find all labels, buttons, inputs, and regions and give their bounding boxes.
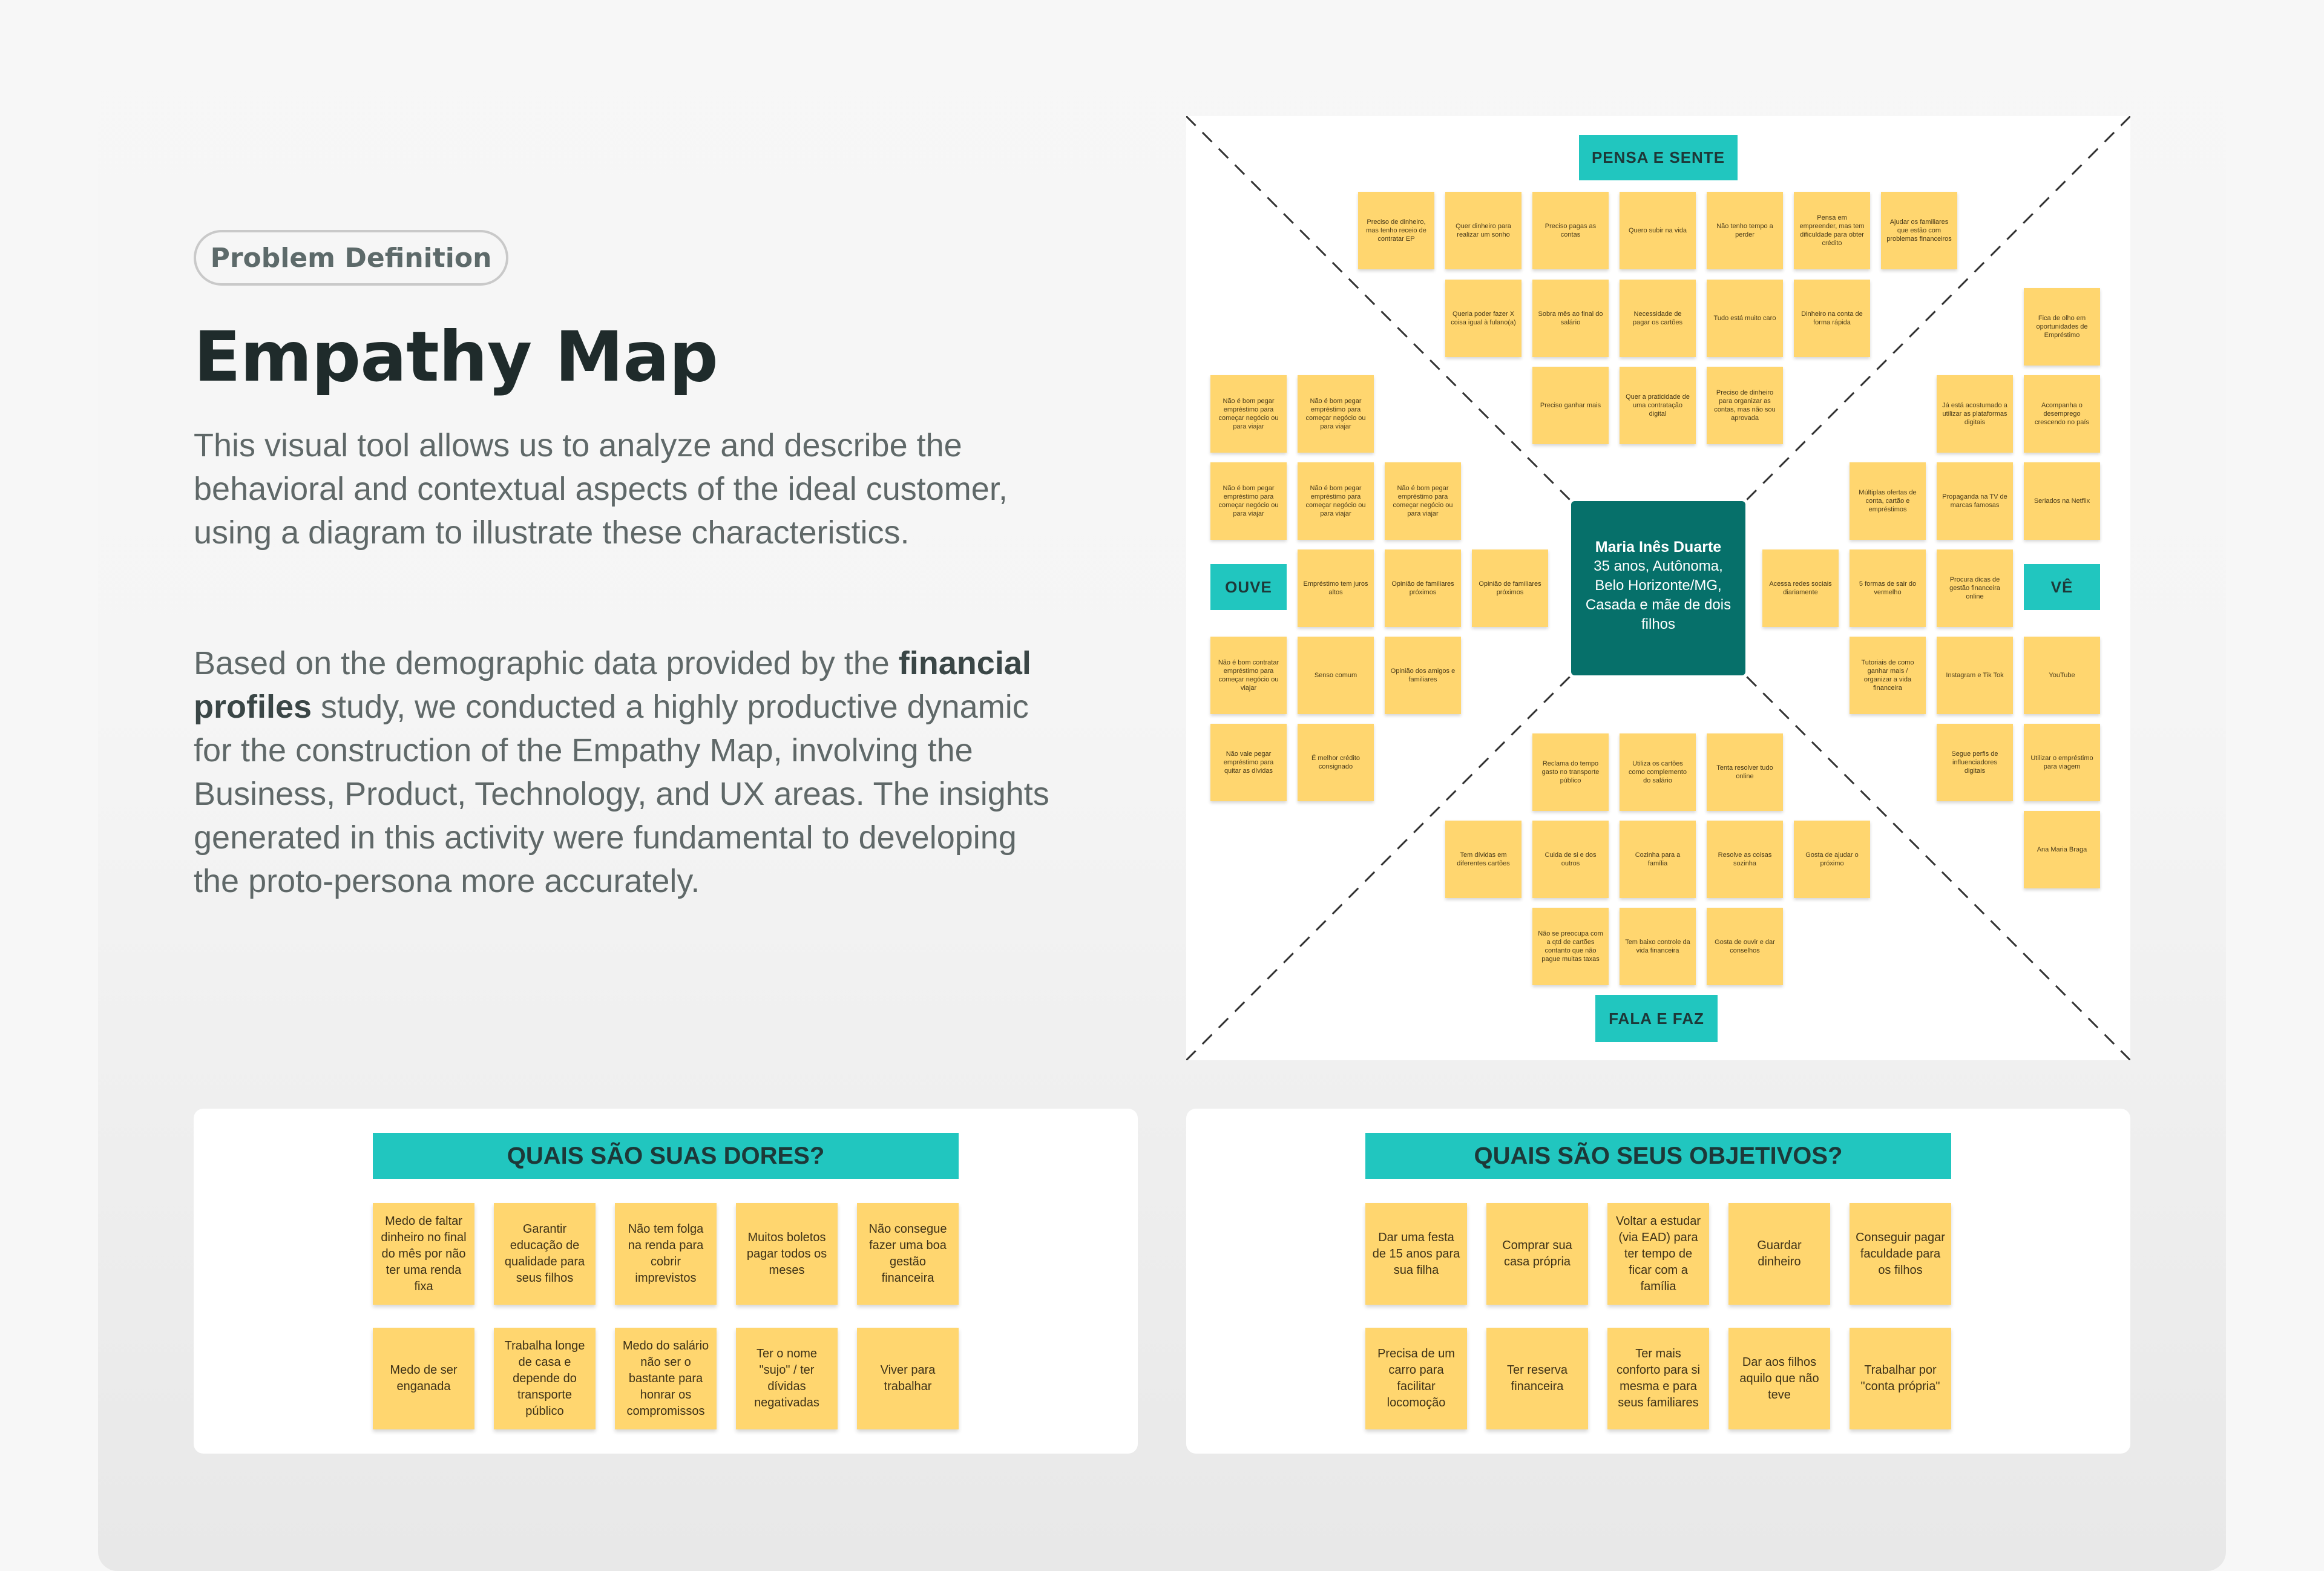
sticky-note-sees: Utilizar o empréstimo para viagem (2024, 724, 2100, 801)
pain-note: Não consegue fazer uma boa gestão financ… (857, 1203, 959, 1305)
sticky-note-thinks: Preciso de dinheiro, mas tenho receio de… (1358, 192, 1434, 269)
sticky-note-does: Não se preocupa com a qtd de cartões con… (1532, 908, 1609, 985)
sticky-note-hears: É melhor crédito consignado (1298, 724, 1374, 801)
sticky-note-thinks: Quer a praticidade de uma contratação di… (1620, 367, 1696, 444)
financial-profiles-highlight: financial profiles (194, 645, 1031, 725)
sticky-note-hears: Não é bom pegar empréstimo para começar … (1210, 375, 1287, 453)
goal-note: Ter reserva financeira (1486, 1328, 1588, 1429)
label-sees: VÊ (2024, 564, 2100, 610)
pain-note: Ter o nome "sujo" / ter dívidas negativa… (736, 1328, 838, 1429)
sticky-note-thinks: Sobra mês ao final do salário (1532, 280, 1609, 357)
sticky-note-hears: Não é bom pegar empréstimo para começar … (1298, 375, 1374, 453)
sticky-note-hears: Senso comum (1298, 637, 1374, 714)
goal-note: Ter mais conforto para si mesma e para s… (1607, 1328, 1709, 1429)
sticky-note-sees: Acessa redes sociais diariamente (1762, 549, 1839, 627)
sticky-note-thinks: Preciso de dinheiro para organizar as co… (1707, 367, 1783, 444)
sticky-note-thinks: Ajudar os familiares que estão com probl… (1881, 192, 1957, 269)
sticky-note-thinks: Preciso ganhar mais (1532, 367, 1609, 444)
persona-name: Maria Inês Duarte (1595, 539, 1722, 556)
sticky-note-hears: Opinião dos amigos e familiares (1385, 637, 1461, 714)
sticky-note-does: Tem baixo controle da vida financeira (1620, 908, 1696, 985)
label-hears: OUVE (1210, 564, 1287, 610)
sticky-note-sees: Já está acostumado a utilizar as platafo… (1937, 375, 2013, 453)
sticky-note-thinks: Quero subir na vida (1620, 192, 1696, 269)
body-text-end: study, we conducted a highly productive … (194, 689, 1049, 899)
sticky-note-does: Reclama do tempo gasto no transporte púb… (1532, 733, 1609, 811)
goals-title: QUAIS SÃO SEUS OBJETIVOS? (1365, 1133, 1951, 1179)
goals-card: QUAIS SÃO SEUS OBJETIVOS? Dar uma festa … (1186, 1109, 2130, 1454)
body-text-start: Based on the demographic data provided b… (194, 645, 899, 681)
page-title: Empathy Map (194, 316, 718, 397)
goal-note: Conseguir pagar faculdade para os filhos (1850, 1203, 1951, 1305)
pain-note: Medo de ser enganada (373, 1328, 474, 1429)
persona-card: Maria Inês Duarte 35 anos, Autônoma, Bel… (1571, 501, 1745, 675)
goal-note: Trabalhar por "conta própria" (1850, 1328, 1951, 1429)
sticky-note-sees: Seriados na Netflix (2024, 462, 2100, 540)
goal-note: Voltar a estudar (via EAD) para ter temp… (1607, 1203, 1709, 1305)
sticky-note-hears: Empréstimo tem juros altos (1298, 549, 1374, 627)
sticky-note-thinks: Necessidade de pagar os cartões (1620, 280, 1696, 357)
sticky-note-sees: Múltiplas ofertas de conta, cartão e emp… (1850, 462, 1926, 540)
sticky-note-hears: Não vale pegar empréstimo para quitar as… (1210, 724, 1287, 801)
sticky-note-sees: YouTube (2024, 637, 2100, 714)
pain-note: Não tem folga na renda para cobrir impre… (615, 1203, 717, 1305)
persona-details: 35 anos, Autônoma, Belo Horizonte/MG, Ca… (1585, 558, 1732, 632)
sticky-note-does: Utiliza os cartões como complemento do s… (1620, 733, 1696, 811)
sticky-note-hears: Não é bom pegar empréstimo para começar … (1385, 462, 1461, 540)
label-thinks-feels: PENSA E SENTE (1579, 135, 1738, 180)
pains-card: QUAIS SÃO SUAS DORES? Medo de faltar din… (194, 1109, 1138, 1454)
sticky-note-thinks: Tudo está muito caro (1707, 280, 1783, 357)
section-tag: Problem Definition (194, 230, 508, 286)
sticky-note-thinks: Pensa em empreender, mas tem dificuldade… (1794, 192, 1870, 269)
sticky-note-sees: Tutoriais de como ganhar mais / organiza… (1850, 637, 1926, 714)
sticky-note-does: Tem dívidas em diferentes cartões (1445, 821, 1521, 898)
sticky-note-does: Tenta resolver tudo online (1707, 733, 1783, 811)
sticky-note-thinks: Dinheiro na conta de forma rápida (1794, 280, 1870, 357)
pain-note: Medo de faltar dinheiro no final do mês … (373, 1203, 474, 1305)
sticky-note-sees: Instagram e Tik Tok (1937, 637, 2013, 714)
sticky-note-hears: Não é bom pegar empréstimo para começar … (1298, 462, 1374, 540)
pain-note: Medo do salário não ser o bastante para … (615, 1328, 717, 1429)
sticky-note-thinks: Não tenho tempo a perder (1707, 192, 1783, 269)
sticky-note-sees: Ana Maria Braga (2024, 811, 2100, 888)
goal-note: Dar aos filhos aquilo que não teve (1728, 1328, 1830, 1429)
sticky-note-sees: Procura dicas de gestão financeira onlin… (1937, 549, 2013, 627)
body-paragraph: Based on the demographic data provided b… (194, 641, 1053, 903)
intro-paragraph: This visual tool allows us to analyze an… (194, 427, 1008, 551)
label-says-does: FALA E FAZ (1595, 995, 1718, 1042)
sticky-note-sees: Segue perfis de influenciadores digitais (1937, 724, 2013, 801)
sticky-note-does: Gosta de ouvir e dar conselhos (1707, 908, 1783, 985)
goal-note: Guardar dinheiro (1728, 1203, 1830, 1305)
empathy-map-board: PENSA E SENTE OUVE VÊ FALA E FAZ Maria I… (1186, 116, 2130, 1060)
sticky-note-sees: Fica de olho em oportunidades de Emprést… (2024, 288, 2100, 366)
sticky-note-sees: Acompanha o desemprego crescendo no país (2024, 375, 2100, 453)
goal-note: Precisa de um carro para facilitar locom… (1365, 1328, 1467, 1429)
sticky-note-hears: Opinião de familiares próximos (1472, 549, 1548, 627)
pain-note: Trabalha longe de casa e depende do tran… (494, 1328, 596, 1429)
sticky-note-sees: Propaganda na TV de marcas famosas (1937, 462, 2013, 540)
sticky-note-thinks: Quer dinheiro para realizar um sonho (1445, 192, 1521, 269)
goal-note: Dar uma festa de 15 anos para sua filha (1365, 1203, 1467, 1305)
sticky-note-hears: Não é bom contratar empréstimo para come… (1210, 637, 1287, 714)
sticky-note-sees: 5 formas de sair do vermelho (1850, 549, 1926, 627)
sticky-note-hears: Não é bom pegar empréstimo para começar … (1210, 462, 1287, 540)
sticky-note-thinks: Queria poder fazer X coisa igual à fulan… (1445, 280, 1521, 357)
sticky-note-does: Resolve as coisas sozinha (1707, 821, 1783, 898)
sticky-note-does: Cuida de si e dos outros (1532, 821, 1609, 898)
pain-note: Garantir educação de qualidade para seus… (494, 1203, 596, 1305)
sticky-note-does: Gosta de ajudar o próximo (1794, 821, 1870, 898)
sticky-note-thinks: Preciso pagas as contas (1532, 192, 1609, 269)
pain-note: Muitos boletos pagar todos os meses (736, 1203, 838, 1305)
sticky-note-does: Cozinha para a família (1620, 821, 1696, 898)
pain-note: Viver para trabalhar (857, 1328, 959, 1429)
goal-note: Comprar sua casa própria (1486, 1203, 1588, 1305)
pains-title: QUAIS SÃO SUAS DORES? (373, 1133, 959, 1179)
sticky-note-hears: Opinião de familiares próximos (1385, 549, 1461, 627)
